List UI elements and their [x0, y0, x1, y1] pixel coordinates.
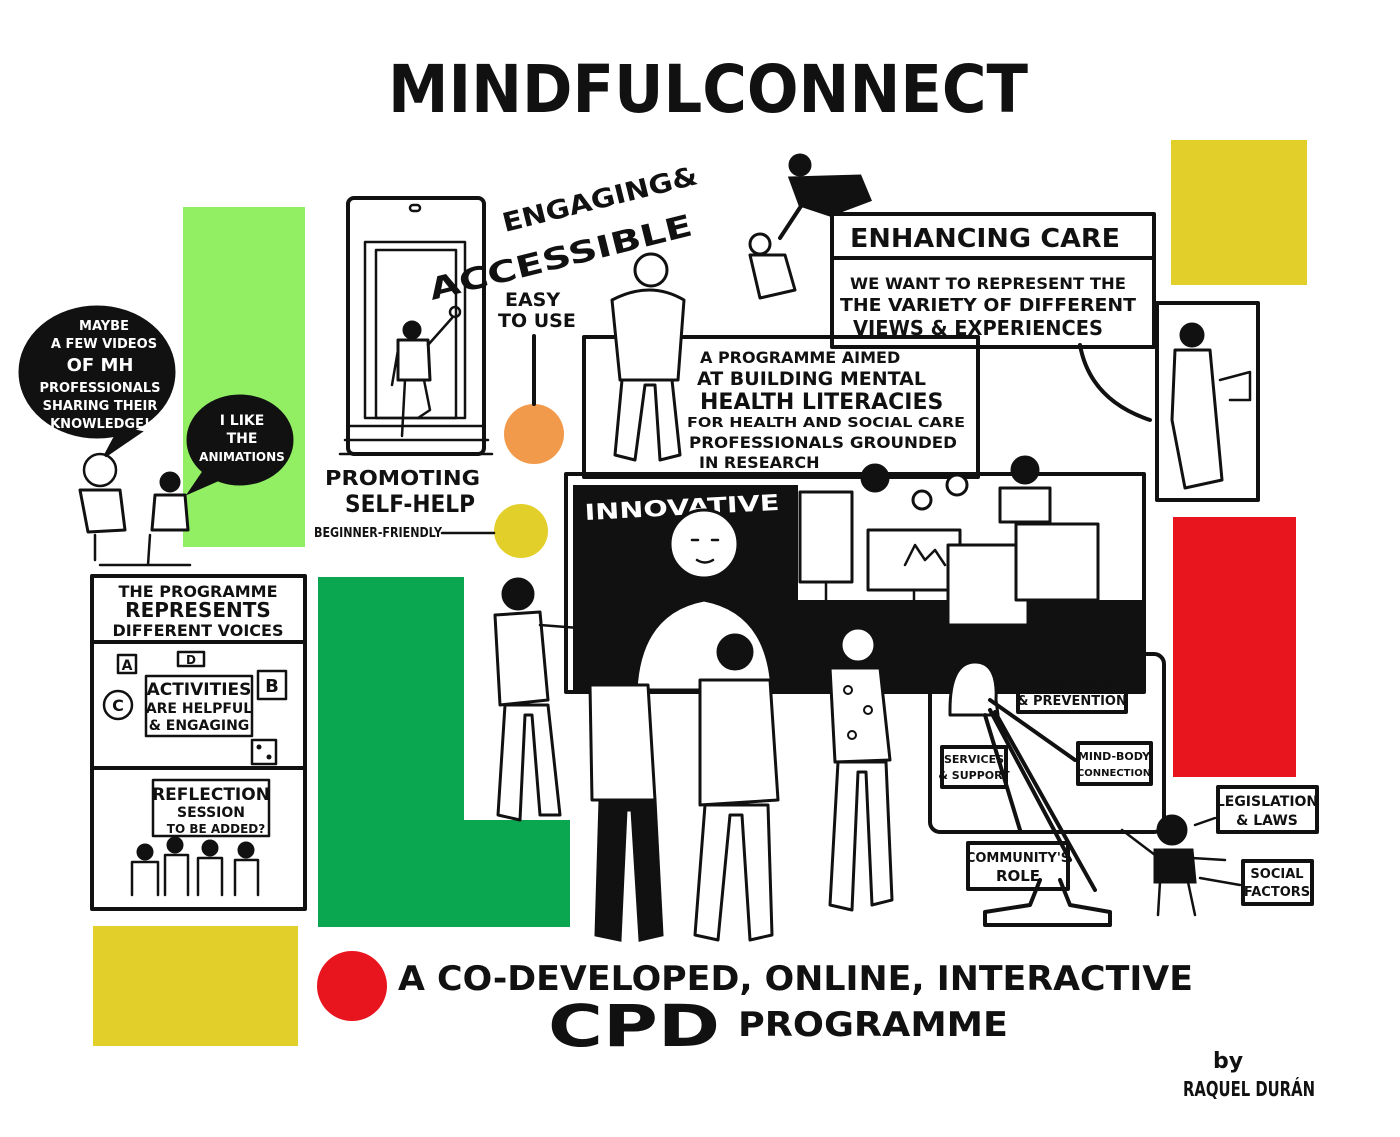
svg-text:KNOWLEDGE!: KNOWLEDGE!: [50, 417, 150, 432]
bottom-line1: A CO-DEVELOPED, ONLINE, INTERACTIVE: [398, 959, 1193, 999]
enhancing-care-box: [830, 212, 1156, 349]
activities-line3: & ENGAGING: [149, 718, 250, 734]
block-d: D: [186, 653, 196, 667]
beginner-label: BEGINNER-FRIENDLY: [314, 526, 442, 541]
svg-text:AWARENESS: AWARENESS: [1027, 676, 1117, 691]
svg-text:OF MH: OF MH: [67, 355, 134, 376]
awareness-box: AWARENESS & PREVENTION: [1016, 667, 1128, 714]
bottom-cpd: CPD: [548, 992, 720, 1060]
pointing-man-figure: [493, 577, 607, 822]
climbing-person-figure: [390, 305, 462, 438]
centre-man-figure: [693, 633, 780, 942]
head-icon: [948, 660, 1000, 717]
svg-text:COMMUNITY'S: COMMUNITY'S: [966, 851, 1070, 866]
social-box: SOCIAL FACTORS: [1241, 859, 1314, 906]
svg-text:THE: THE: [227, 431, 258, 447]
enhancing-title: ENHANCING CARE: [850, 224, 1120, 254]
topic-monitor-frame: [928, 652, 1166, 834]
phone-door-illustration: [338, 196, 494, 456]
credit-by: by: [1213, 1049, 1243, 1074]
block-c: C: [112, 696, 124, 715]
promoting-label-line1: PROMOTING: [325, 466, 480, 490]
sari-woman-panel: [1155, 301, 1260, 502]
svg-text:& LAWS: & LAWS: [1236, 813, 1298, 829]
dark-green-block-horizontal: [318, 820, 570, 927]
svg-text:& SUPPORT: & SUPPORT: [938, 769, 1010, 782]
landscape-arc: [1078, 343, 1152, 422]
svg-text:PROFESSIONALS: PROFESSIONALS: [40, 381, 161, 396]
page-title: MINDFULCONNECT: [388, 51, 1028, 128]
topic-monitor-stand: [983, 878, 1112, 927]
videos-speech-bubble: MAYBE A FEW VIDEOS OF MH PROFESSIONALS S…: [18, 305, 176, 458]
enhancing-line3: VIEWS & EXPERIENCES: [853, 316, 1103, 340]
svg-text:MAYBE: MAYBE: [79, 319, 129, 334]
legislation-box: LEGISLATION & LAWS: [1216, 785, 1319, 834]
hijab-woman-figure: [610, 252, 686, 462]
svg-text:SERVICES: SERVICES: [944, 753, 1004, 766]
topic-rays: [983, 698, 1097, 892]
reflection-group-figures: [130, 836, 260, 897]
left-panel-stack: THE PROGRAMME REPRESENTS DIFFERENT VOICE…: [90, 574, 307, 911]
block-b: B: [265, 676, 279, 697]
svg-text:I LIKE: I LIKE: [220, 413, 265, 429]
yellow-dot: [494, 504, 548, 558]
light-green-block: [183, 207, 305, 547]
svg-text:ANIMATIONS: ANIMATIONS: [199, 450, 285, 464]
helping-hand-figures: [748, 153, 872, 300]
programme-line5: PROFESSIONALS GROUNDED: [689, 433, 957, 452]
svg-text:CONNECTION: CONNECTION: [1077, 768, 1151, 779]
voices-line1: THE PROGRAMME: [118, 582, 277, 601]
svg-text:FACTORS: FACTORS: [1244, 885, 1310, 900]
bottom-programme: PROGRAMME: [738, 1005, 1008, 1045]
svg-text:A FEW VIDEOS: A FEW VIDEOS: [51, 337, 157, 352]
services-box: SERVICES & SUPPORT: [938, 745, 1010, 789]
reflection-line2: SESSION: [177, 805, 245, 821]
activities-line2: ARE HELPFUL: [146, 701, 252, 717]
activities-line1: ACTIVITIES: [147, 680, 252, 700]
programme-line1: A PROGRAMME AIMED: [700, 348, 900, 367]
mindbody-box: MIND-BODY CONNECTION: [1076, 741, 1153, 786]
easy-label-line1: EASY: [505, 289, 560, 311]
programme-line2: AT BUILDING MENTAL: [697, 368, 926, 390]
programme-line6: IN RESEARCH: [699, 453, 819, 472]
orange-dot: [504, 404, 564, 464]
programme-line3: HEALTH LITERACIES: [700, 390, 943, 415]
ponytail-woman-figure: [588, 642, 664, 942]
red-dot: [317, 951, 387, 1021]
programme-line4: FOR HEALTH AND SOCIAL CARE: [687, 416, 965, 431]
yellow-block-top-right: [1171, 140, 1307, 285]
easy-label-line2: TO USE: [498, 310, 576, 332]
svg-text:LEGISLATION: LEGISLATION: [1216, 794, 1318, 810]
reflection-line1: REFLECTION: [152, 785, 270, 805]
office-workers-figures: [798, 455, 1100, 642]
animations-speech-bubble: I LIKE THE ANIMATIONS: [185, 394, 294, 496]
svg-text:SHARING THEIR: SHARING THEIR: [43, 399, 158, 414]
enhancing-line1: WE WANT TO REPRESENT THE: [850, 274, 1126, 293]
curly-woman-figure: [788, 626, 894, 912]
voices-line3: DIFFERENT VOICES: [113, 621, 284, 640]
reflection-line3: TO BE ADDED?: [167, 822, 265, 836]
yellow-block-bottom-left: [93, 926, 298, 1046]
enhancing-line2: THE VARIETY OF DIFFERENT: [840, 295, 1137, 316]
credit-name: RAQUEL DURÁN: [1183, 1077, 1315, 1101]
svg-text:MIND-BODY: MIND-BODY: [1078, 750, 1151, 763]
seated-couple-figures: [78, 452, 192, 567]
svg-text:SOCIAL: SOCIAL: [1250, 867, 1303, 882]
red-block-right: [1173, 517, 1296, 777]
svg-text:ROLE: ROLE: [996, 867, 1040, 885]
community-box: COMMUNITY'S ROLE: [966, 841, 1070, 891]
presenter-woman-figure: [1120, 814, 1242, 917]
sari-woman-figure: [1170, 322, 1252, 490]
voices-line2: REPRESENTS: [125, 598, 271, 622]
svg-text:& PREVENTION: & PREVENTION: [1017, 694, 1127, 709]
block-a: A: [122, 658, 133, 674]
promoting-label-line2: SELF-HELP: [345, 490, 475, 518]
